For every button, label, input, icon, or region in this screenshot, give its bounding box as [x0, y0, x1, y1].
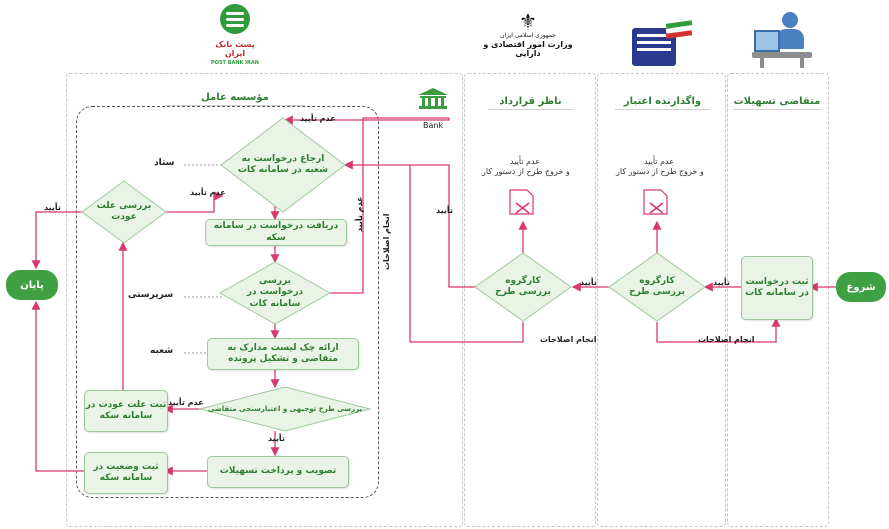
edge-approve-supervisor: تأیید [580, 278, 597, 287]
edge-approve-grantor: تأیید [713, 278, 730, 287]
lane-institution [66, 73, 463, 527]
edge-corrections-grantor: انجام اصلاحات [698, 335, 755, 344]
diamond-return-cause [81, 180, 167, 244]
diamond-committee-supervisor [474, 252, 572, 322]
end-node[interactable]: پایان [6, 270, 58, 300]
grantor-reject-note: عدم تأیید و خروج طرح از دستور کار [616, 157, 704, 178]
lane-title-grantor: واگذارنده اعتبار [615, 96, 710, 110]
feasibility-text[interactable]: بررسی طرح توجیهی و اعتبارسنجی متقاضی [207, 404, 363, 413]
refer-request-text[interactable]: ارجاع درخواست به شعبه در سامانه کات [238, 153, 328, 175]
supervisor-reject-title: عدم تأیید [510, 157, 540, 166]
edge-corrections-vertical: انجام اصلاحات [382, 213, 391, 270]
record-status-box[interactable]: ثبت وضعیت در سامانه سکه [84, 452, 168, 494]
start-node[interactable]: شروع [836, 272, 886, 302]
lane-title-applicant: متقاضی تسهیلات [733, 96, 821, 110]
edge-approve-feasibility: تأیید [268, 434, 285, 443]
institution-inner-region [76, 106, 379, 498]
diamond-review [218, 261, 332, 325]
iran-emblem-icon: ⚜ [519, 9, 537, 33]
ministry-top-text: جمهوری اسلامی ایران [500, 32, 556, 39]
supervisor-reject-exit: و خروج طرح از دستور کار [482, 167, 570, 177]
checklist-box[interactable]: ارائه چک لیست مدارک به متقاضی و تشکیل پر… [207, 338, 359, 370]
bank-label: Bank [423, 121, 444, 130]
record-return-box[interactable]: ثبت علت عودت در سامانه سکه [84, 390, 168, 432]
committee-grantor-text[interactable]: کارگروه بررسی طرح [629, 275, 685, 297]
grantor-reject-title: عدم تأیید [644, 157, 674, 166]
postbank-logo: پست بانک ایران POST BANK IRAN [205, 4, 265, 66]
postbank-name-fa: پست بانک ایران [215, 40, 255, 58]
committee-supervisor-text[interactable]: کارگروه بررسی طرح [495, 275, 551, 297]
bank-icon [417, 87, 449, 117]
lane-grantor [597, 73, 726, 527]
edge-reject-feasibility: عدم تأیید [168, 398, 204, 407]
applicant-computer-icon [752, 12, 816, 68]
review-request-text[interactable]: بررسی درخواست در سامانه کات [246, 276, 304, 309]
approve-pay-box[interactable]: تصویب و پرداخت تسهیلات [207, 456, 349, 488]
edge-approve-to-refer: تأیید [436, 206, 453, 215]
return-cause-text[interactable]: بررسی علت عودت [96, 200, 152, 222]
supervisor-reject-note: عدم تأیید و خروج طرح از دستور کار [482, 157, 570, 178]
lane-title-supervisor: ناظر قرارداد [488, 96, 573, 110]
lane-supervisor [464, 73, 596, 527]
edge-reject-top: عدم تأیید [300, 114, 336, 123]
receive-request-box[interactable]: دریافت درخواست در سامانه سکه [205, 219, 347, 246]
diamond-refer [220, 117, 346, 213]
ministry-logo: ⚜ جمهوری اسلامی ایران وزارت امور اقتصادی… [478, 10, 578, 66]
lane-title-institution: مؤسسه عامل [165, 92, 305, 106]
grantor-reject-exit: و خروج طرح از دستور کار [616, 167, 704, 177]
lane-applicant [727, 73, 829, 527]
grantor-logo-icon [632, 20, 696, 70]
register-request-box[interactable]: ثبت درخواست در سامانه کات [741, 256, 813, 320]
diamond-committee-grantor [608, 252, 706, 322]
reject-doc-icons [509, 189, 668, 215]
edge-reject-return-cause: عدم تأیید [190, 188, 226, 197]
diamond-feasibility [198, 386, 372, 432]
postbank-name-en: POST BANK IRAN [211, 60, 259, 66]
side-label-supervision: سرپرستی [128, 290, 174, 300]
edge-reject-vertical: عدم تأیید [355, 196, 364, 232]
side-label-branch: شعبه [150, 346, 174, 356]
postbank-emblem-icon [220, 4, 250, 34]
side-label-hq: ستاد [154, 158, 175, 168]
edge-corrections-supervisor: انجام اصلاحات [540, 335, 597, 344]
edge-approve-end: تأیید [44, 203, 61, 212]
ministry-name-text: وزارت امور اقتصادی و دارایی [483, 40, 573, 58]
